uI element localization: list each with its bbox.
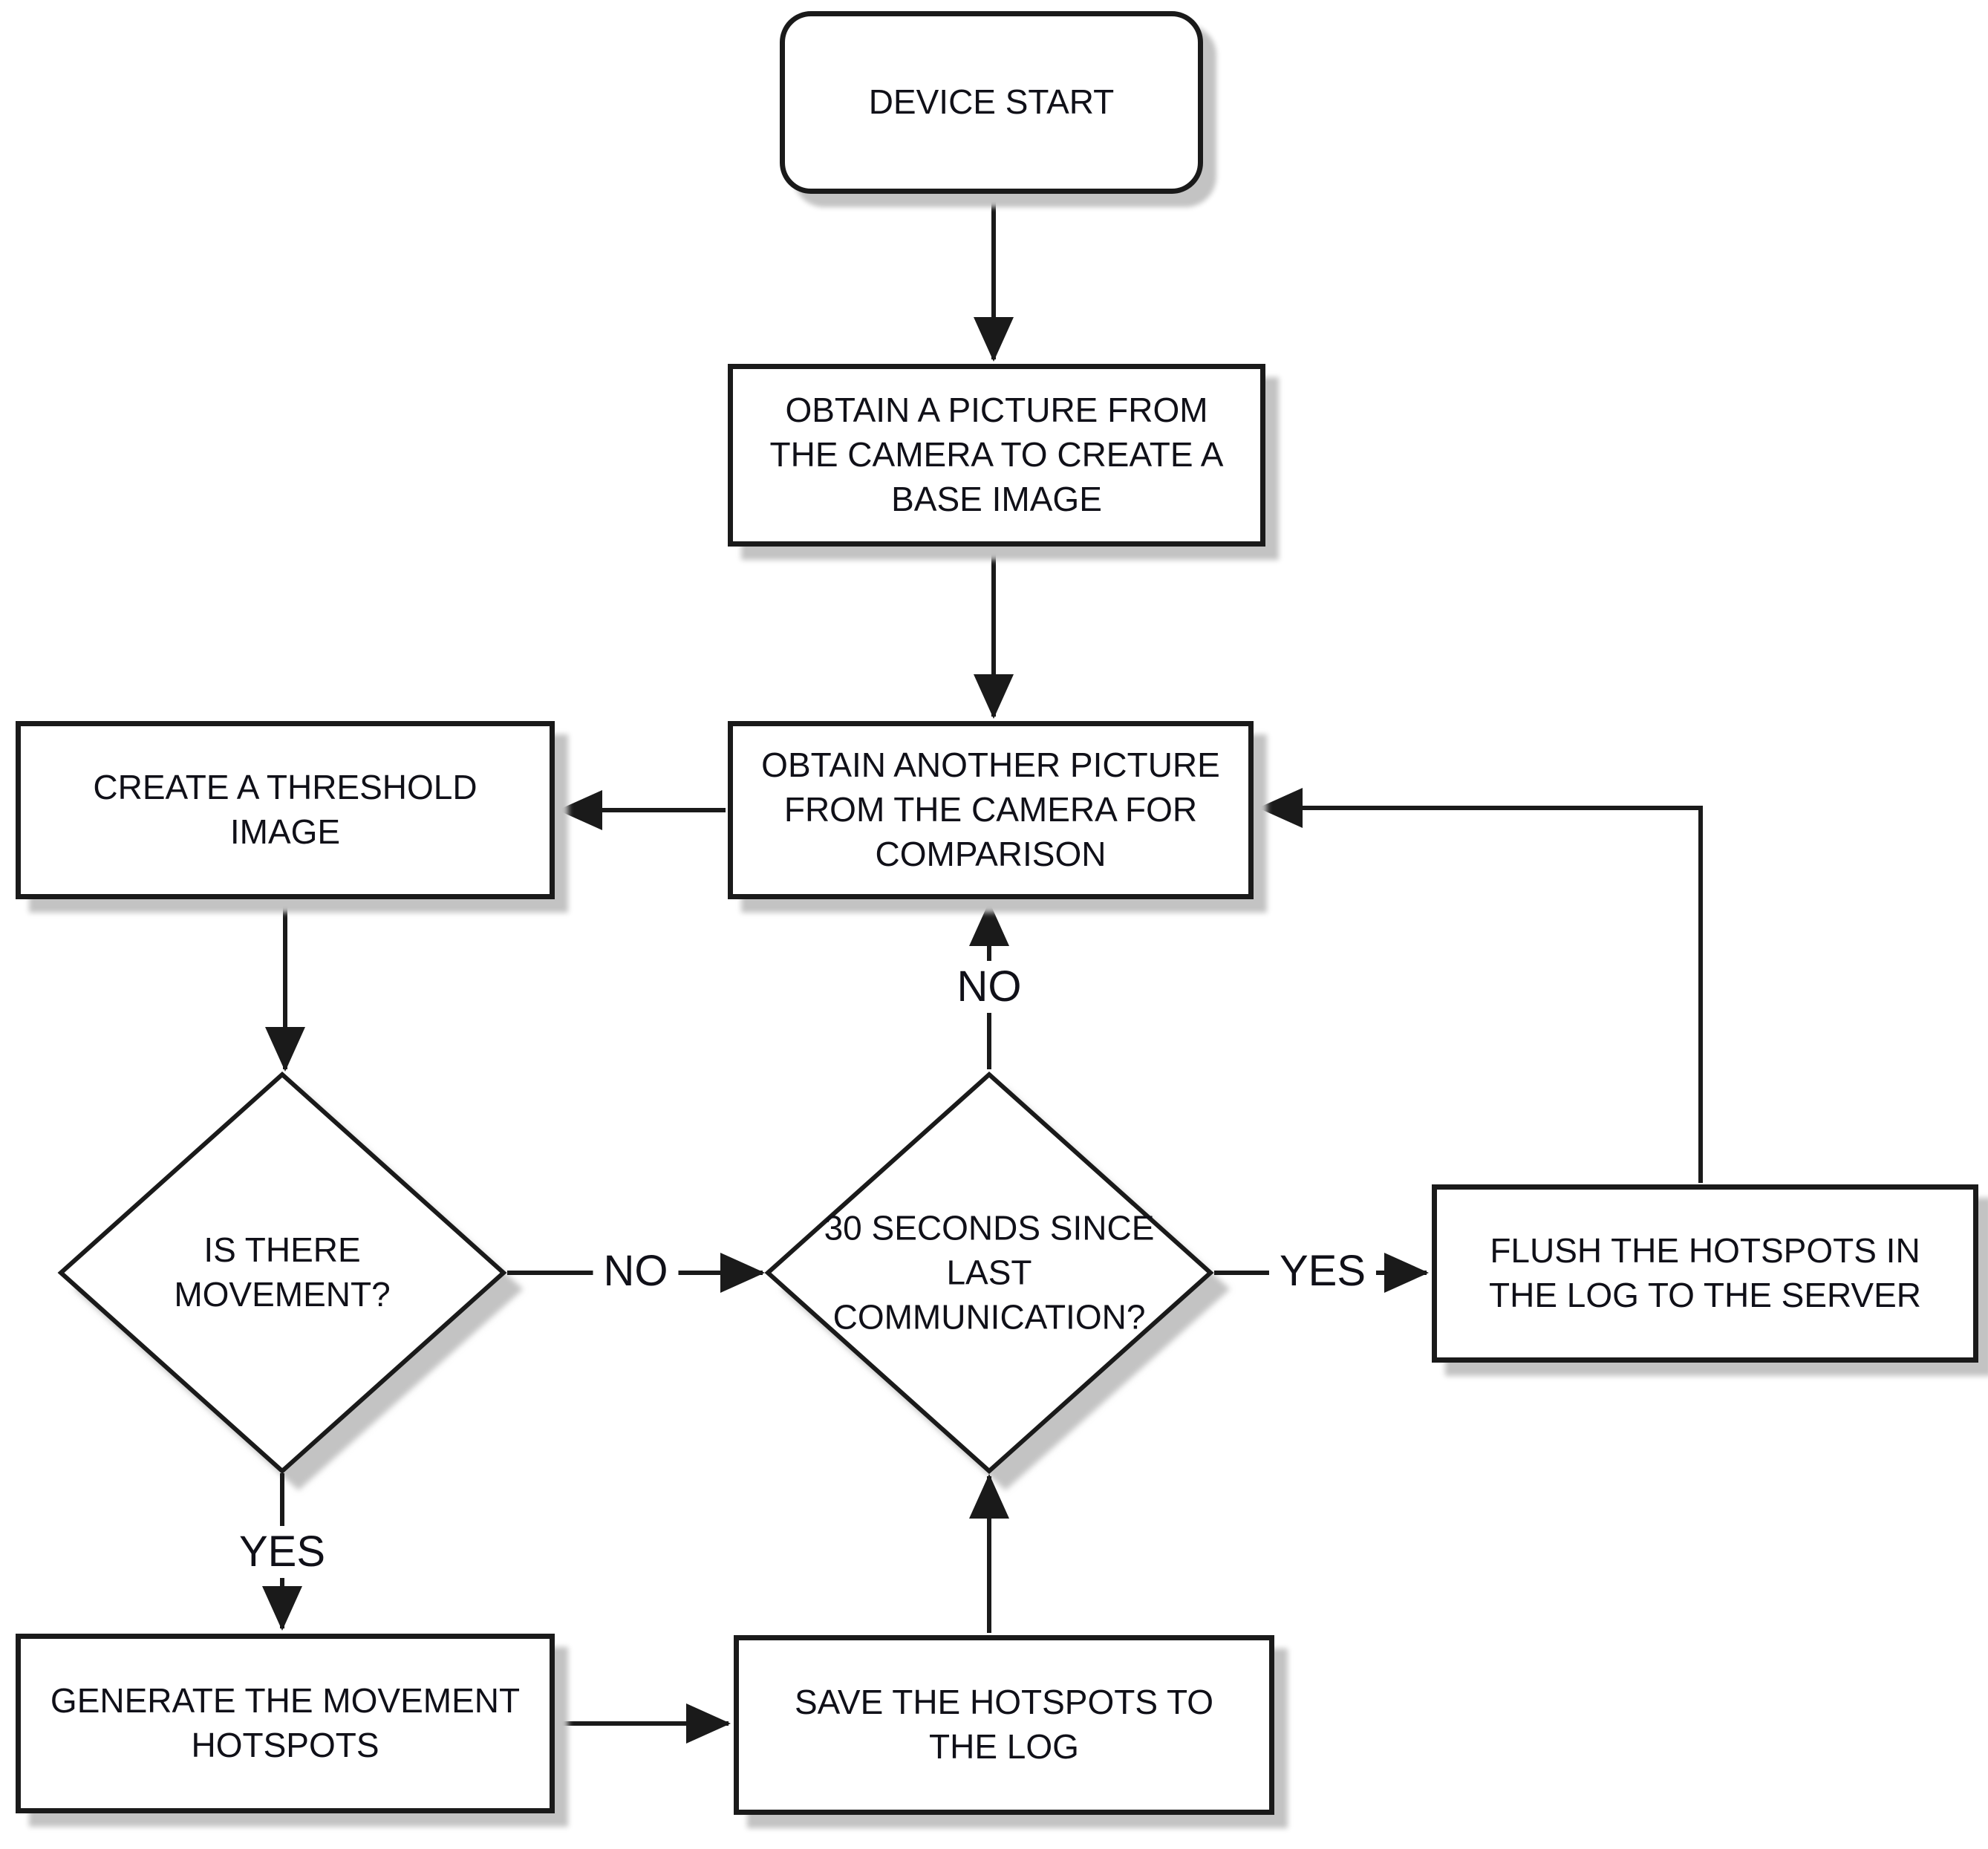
diamond-timer-shape: [764, 1071, 1214, 1475]
edge-label-movement-yes: YES: [228, 1526, 336, 1578]
edge-flush-to-compare: [1258, 788, 1703, 1183]
node-flush-hotspots-label: FLUSH THE HOTSPOTS IN THE LOG TO THE SER…: [1489, 1231, 1921, 1314]
edge-label-timer-no: NO: [946, 961, 1032, 1013]
node-obtain-base-image-label: OBTAIN A PICTURE FROM THE CAMERA TO CREA…: [769, 391, 1224, 518]
node-create-threshold-label: CREATE A THRESHOLD IMAGE: [93, 768, 478, 851]
node-save-hotspots-label: SAVE THE HOTSPOTS TO THE LOG: [794, 1683, 1214, 1766]
node-create-threshold: CREATE A THRESHOLD IMAGE: [16, 721, 555, 899]
diamond-movement-shape: [57, 1071, 507, 1475]
node-obtain-comparison-label: OBTAIN ANOTHER PICTURE FROM THE CAMERA F…: [761, 746, 1220, 873]
edge-label-timer-yes: YES: [1268, 1245, 1377, 1297]
edge-label-movement-no: NO: [593, 1245, 679, 1297]
node-flush-hotspots: FLUSH THE HOTSPOTS IN THE LOG TO THE SER…: [1432, 1184, 1978, 1363]
node-obtain-comparison: OBTAIN ANOTHER PICTURE FROM THE CAMERA F…: [728, 721, 1254, 899]
node-device-start-label: DEVICE START: [868, 82, 1115, 122]
node-timer-label: 30 SECONDS SINCE LAST COMMUNICATION?: [824, 1208, 1155, 1336]
node-save-hotspots: SAVE THE HOTSPOTS TO THE LOG: [734, 1635, 1274, 1815]
node-is-there-movement-label: IS THERE MOVEMENT?: [174, 1230, 391, 1314]
node-generate-hotspots-label: GENERATE THE MOVEMENT HOTSPOTS: [50, 1681, 521, 1764]
node-obtain-base-image: OBTAIN A PICTURE FROM THE CAMERA TO CREA…: [728, 364, 1265, 547]
node-generate-hotspots: GENERATE THE MOVEMENT HOTSPOTS: [16, 1634, 555, 1813]
node-device-start: DEVICE START: [780, 11, 1203, 194]
